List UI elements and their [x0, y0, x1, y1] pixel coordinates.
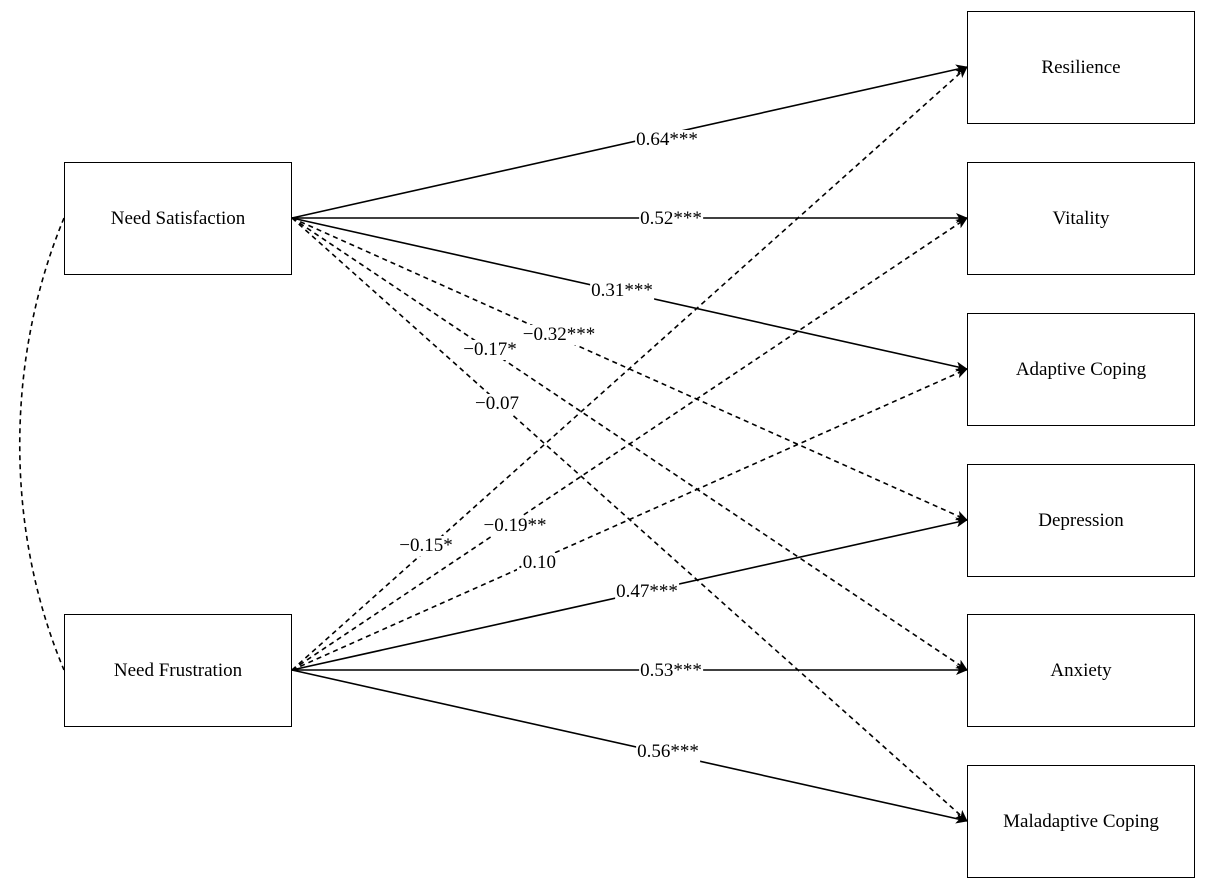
node-label: Anxiety: [1050, 659, 1112, 681]
correlation-curve: [18, 217, 65, 671]
coef-sat-adaptive: 0.31***: [590, 280, 654, 301]
path-fru-maladaptive: [291, 669, 968, 824]
node-label: Maladaptive Coping: [1003, 810, 1159, 832]
coef-fru-adaptive: .0.10: [517, 552, 557, 573]
node-label: Depression: [1038, 509, 1124, 531]
node-label: Vitality: [1052, 207, 1110, 229]
path-fru-vitality: [291, 217, 968, 671]
coef-fru-depression: 0.47***: [615, 581, 679, 602]
node-need-frustration: Need Frustration: [64, 614, 292, 727]
node-depression: Depression: [967, 464, 1195, 577]
node-label: Resilience: [1041, 56, 1121, 78]
node-adaptive-coping: Adaptive Coping: [967, 313, 1195, 426]
coef-fru-maladaptive: 0.56***: [636, 741, 700, 762]
coef-sat-maladaptive: −0.07: [474, 393, 520, 414]
coef-sat-resilience: 0.64***: [635, 129, 699, 150]
path-sat-resilience: [291, 64, 968, 219]
coef-sat-depression: −0.32***: [521, 324, 597, 345]
coef-fru-anxiety: 0.53***: [639, 660, 703, 681]
coef-fru-resilience: −0.15*: [398, 535, 454, 556]
node-label: Need Frustration: [113, 659, 243, 681]
node-maladaptive-coping: Maladaptive Coping: [967, 765, 1195, 878]
coef-sat-vitality: 0.52***: [639, 208, 703, 229]
coef-fru-vitality: −0.19**: [482, 515, 548, 536]
node-label: Need Satisfaction: [110, 207, 246, 229]
path-fru-adaptive: [291, 368, 968, 671]
path-fru-resilience: [291, 66, 968, 671]
node-need-satisfaction: Need Satisfaction: [64, 162, 292, 275]
node-anxiety: Anxiety: [967, 614, 1195, 727]
node-resilience: Resilience: [967, 11, 1195, 124]
node-vitality: Vitality: [967, 162, 1195, 275]
node-label: Adaptive Coping: [1015, 358, 1147, 380]
coef-sat-anxiety: −0.17*: [462, 339, 518, 360]
